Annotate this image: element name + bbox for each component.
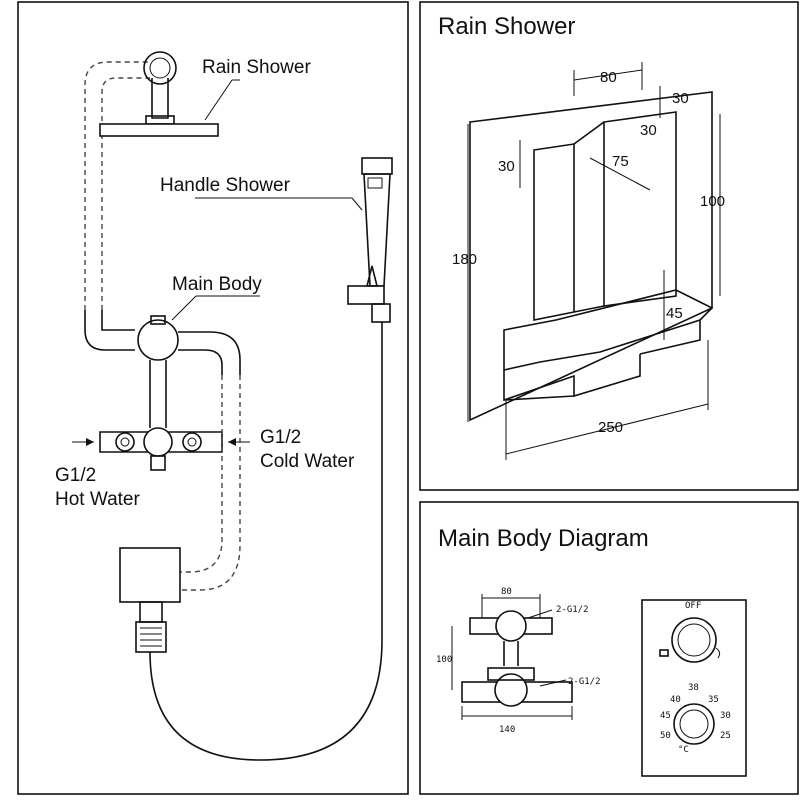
temp-30: 30 (720, 711, 731, 721)
main-body-title: Main Body Diagram (438, 525, 649, 552)
rain-shower-head (99, 123, 219, 137)
dial-off-label: OFF (685, 601, 701, 611)
temp-unit: °C (678, 745, 689, 755)
temp-40: 40 (670, 695, 681, 705)
overhead-shower-icon (659, 649, 669, 657)
dim-rain-top-depth: 30 (672, 90, 689, 107)
rain-shower-title: Rain Shower (438, 13, 575, 40)
dim-body-height: 100 (436, 655, 452, 665)
hand-shower-icon (715, 647, 721, 659)
temp-35: 35 (708, 695, 719, 705)
dim-rain-right-depth: 30 (640, 122, 657, 139)
dim-rain-step: 45 (666, 305, 683, 322)
installation-drawing: Rain Shower Handle Shower Main Body G1/2… (55, 51, 393, 761)
port-bottom-label: 2-G1/2 (568, 677, 601, 687)
label-hot-water: Hot Water (55, 489, 140, 510)
shower-holder (347, 285, 385, 305)
temp-38: 38 (688, 683, 699, 693)
temp-50: 50 (660, 731, 671, 741)
installation-panel (17, 1, 409, 795)
label-cold-water: Cold Water (260, 451, 355, 472)
dim-rain-left-depth: 30 (498, 158, 515, 175)
dim-rain-height-right: 100 (700, 193, 725, 210)
dim-rain-height-total: 180 (452, 251, 477, 268)
shower-hose (149, 322, 383, 761)
port-top-label: 2-G1/2 (556, 605, 589, 615)
temp-25: 25 (720, 731, 731, 741)
rain-shower-panel (419, 1, 799, 491)
hose-connector (135, 621, 167, 653)
dim-body-width: 140 (499, 725, 515, 735)
main-body-drawing: 80 100 140 2-G1/2 2-G1/2 OFF 38 40 35 45… (436, 587, 747, 777)
dim-body-top-width: 80 (501, 587, 512, 597)
wall-outlet (119, 547, 181, 603)
control-faceplate (641, 599, 747, 777)
dim-rain-top-width: 80 (600, 69, 617, 86)
label-cold-size: G1/2 (260, 427, 301, 448)
dim-rain-width: 250 (598, 419, 623, 436)
rain-shower-drawing: 80 30 30 30 75 100 180 45 250 (452, 62, 725, 460)
diverter-dial (671, 617, 717, 663)
label-hot-size: G1/2 (55, 465, 96, 486)
dim-rain-diagonal: 75 (612, 153, 629, 170)
label-main-body: Main Body (172, 274, 262, 295)
label-handle-shower: Handle Shower (160, 175, 291, 196)
label-rain-shower: Rain Shower (202, 57, 311, 78)
main-body-diverter (137, 319, 179, 361)
temp-45: 45 (660, 711, 671, 721)
thermostat-dial (673, 703, 715, 745)
